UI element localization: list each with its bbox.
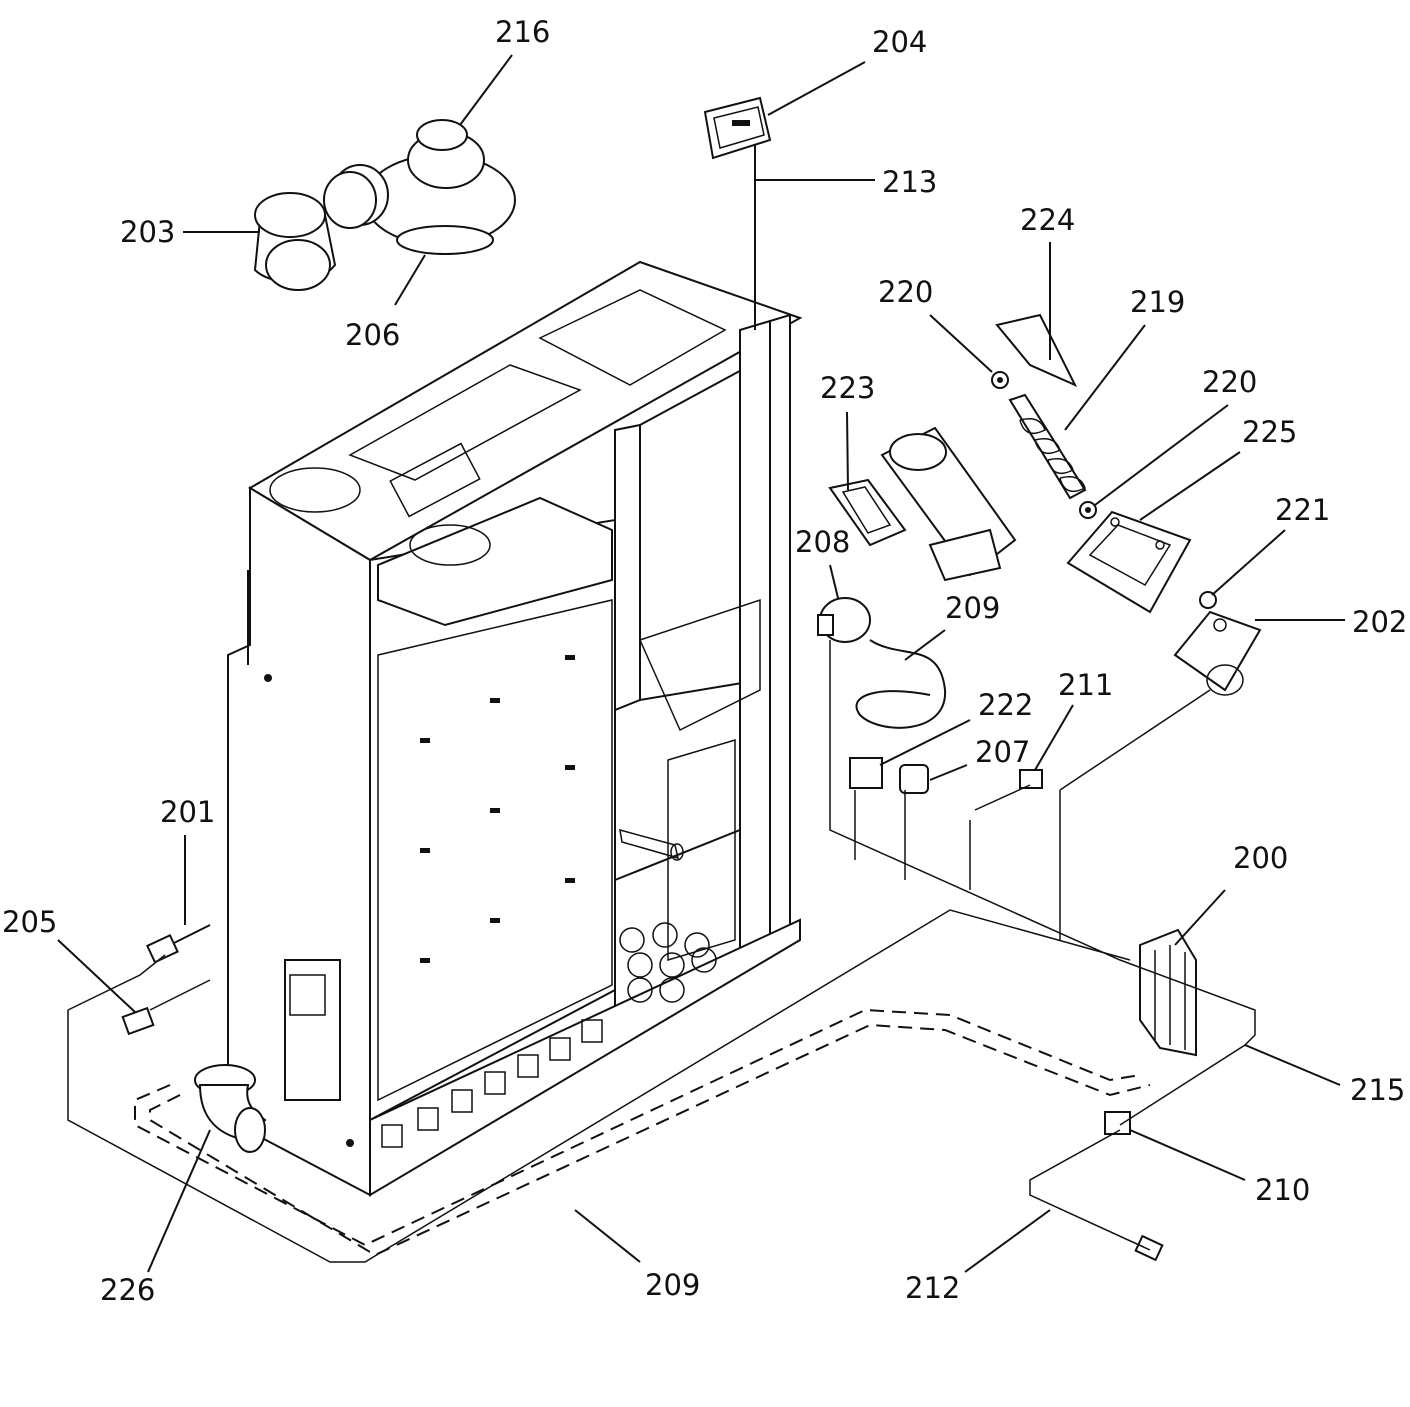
- callout-216: 216: [495, 15, 550, 49]
- callout-222: 222: [978, 688, 1033, 722]
- washer-220-top: [991, 371, 1009, 389]
- control-board: [1139, 928, 1197, 1057]
- bracket-223: [828, 478, 907, 547]
- sensor-207: [899, 764, 929, 794]
- gear-motor: [1173, 610, 1262, 696]
- callout-200: 200: [1233, 841, 1288, 875]
- dashed-hose-loop: [134, 1008, 1151, 1257]
- callout-209-loop: 209: [645, 1268, 700, 1302]
- callout-215: 215: [1350, 1073, 1405, 1107]
- callout-206: 206: [345, 318, 400, 352]
- auger-feed-tube: [880, 426, 1017, 582]
- callout-208: 208: [795, 525, 850, 559]
- igniter: [145, 924, 211, 964]
- callout-225: 225: [1242, 415, 1297, 449]
- igniter-sleeve-205: [121, 979, 211, 1036]
- combustion-blower-fan: [323, 119, 516, 255]
- pressure-switch: [817, 597, 871, 643]
- power-switch: [1104, 1111, 1131, 1135]
- bracket-224: [995, 313, 1078, 388]
- exhaust-elbow-bottom: [194, 1064, 267, 1153]
- callout-204: 204: [872, 25, 927, 59]
- leader-lines: [57, 54, 1345, 1273]
- callout-203: 203: [120, 215, 175, 249]
- callout-202: 202: [1352, 605, 1407, 639]
- callout-212: 212: [905, 1271, 960, 1305]
- callout-220-bottom: 220: [1202, 365, 1257, 399]
- callout-labels: 200 201 202 203 204 205 206 207 208 209 …: [2, 15, 1407, 1307]
- washer-220-bottom: [1079, 501, 1097, 519]
- callout-207: 207: [975, 735, 1030, 769]
- exhaust-elbow-top: [253, 192, 337, 291]
- callout-213: 213: [882, 165, 937, 199]
- fuse-holder: [1134, 1234, 1164, 1262]
- pressure-hose: [855, 639, 947, 729]
- callout-219: 219: [1130, 285, 1185, 319]
- callout-221: 221: [1275, 493, 1330, 527]
- callout-220-top: 220: [878, 275, 933, 309]
- control-display-panel: [703, 96, 772, 330]
- callout-209-hose: 209: [945, 591, 1000, 625]
- thermostat-222: [849, 757, 883, 789]
- stove-cabinet: [227, 260, 803, 1197]
- callout-210: 210: [1255, 1173, 1310, 1207]
- callout-211: 211: [1058, 668, 1113, 702]
- callout-223: 223: [820, 371, 875, 405]
- callout-201: 201: [160, 795, 215, 829]
- bushing-221: [1199, 591, 1217, 609]
- auger-screw: [1008, 393, 1087, 500]
- connector-211: [1019, 769, 1043, 789]
- callout-226: 226: [100, 1273, 155, 1307]
- motor-mount-plate: [1066, 510, 1192, 614]
- callout-205: 205: [2, 905, 57, 939]
- callout-224: 224: [1020, 203, 1075, 237]
